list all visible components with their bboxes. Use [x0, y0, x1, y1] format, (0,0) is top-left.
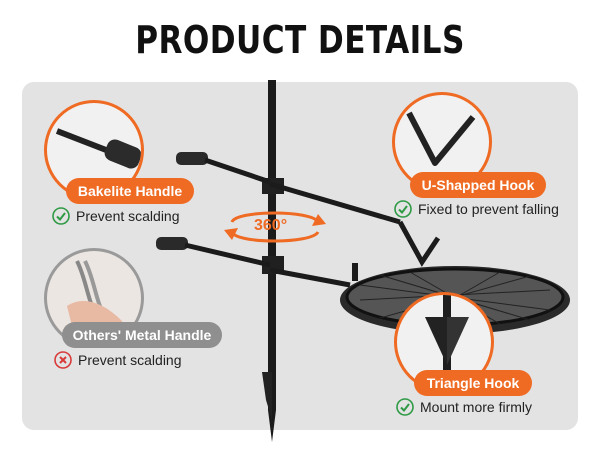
ground-fin: [262, 372, 272, 420]
page-title: PRODUCT DETAILS: [135, 18, 465, 62]
rotation-arrow-top: [230, 211, 320, 224]
check-circle-icon: [396, 398, 414, 416]
bakelite-handle-note-text: Prevent scalding: [76, 208, 180, 224]
cross-circle-icon: [54, 351, 72, 369]
vertical-pole: [268, 80, 276, 410]
lower-handle: [156, 237, 188, 250]
u-hook-tag: U-Shapped Hook: [410, 172, 546, 198]
metal-handle-note-text: Prevent scalding: [78, 352, 182, 368]
u-hook-note: Fixed to prevent falling: [394, 200, 559, 218]
upper-handle: [176, 152, 208, 165]
rotation-label: 360°: [254, 217, 288, 234]
u-hook-shape: [397, 220, 441, 267]
triangle-hook-note-text: Mount more firmly: [420, 399, 533, 415]
u-hook-note-text: Fixed to prevent falling: [418, 201, 559, 217]
metal-handle-note: Prevent scalding: [54, 351, 182, 369]
metal-handle-tag: Others' Metal Handle: [62, 322, 222, 348]
bakelite-handle-tag: Bakelite Handle: [66, 178, 194, 204]
triangle-hook-tag: Triangle Hook: [414, 370, 532, 396]
triangle-hook-note: Mount more firmly: [396, 398, 532, 416]
rotation-arrow-bottom: [230, 230, 320, 243]
bakelite-handle-note: Prevent scalding: [52, 207, 180, 225]
check-circle-icon: [394, 200, 412, 218]
pole-tip: [268, 410, 276, 442]
check-circle-icon: [52, 207, 70, 225]
